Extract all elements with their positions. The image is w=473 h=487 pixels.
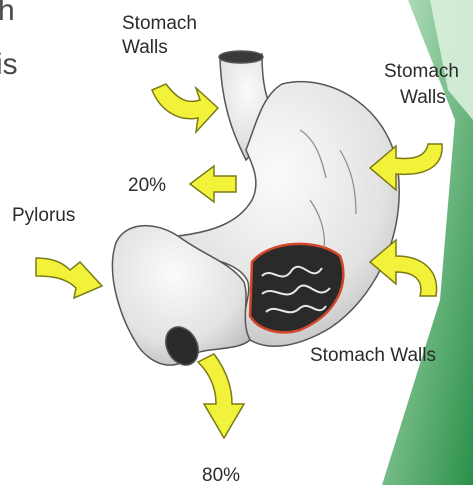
- label-stomach-walls-top-line2: Walls: [122, 36, 168, 59]
- label-pylorus: Pylorus: [12, 204, 75, 227]
- arrow-pylorus: [36, 258, 102, 298]
- label-stomach-walls-right-line2: Walls: [400, 86, 446, 109]
- arrow-20-percent: [190, 166, 236, 202]
- label-stomach-walls-bottom: Stomach Walls: [310, 344, 436, 367]
- edge-text-fragment: is: [0, 48, 18, 82]
- arrow-stomach-walls-top: [152, 84, 218, 132]
- edge-text-fragment: h: [0, 0, 15, 28]
- arrow-80-percent: [198, 354, 244, 438]
- stomach-illustration: [112, 51, 399, 371]
- label-stomach-walls-right-line1: Stomach: [384, 60, 459, 83]
- label-80-percent: 80%: [202, 464, 240, 487]
- label-20-percent: 20%: [128, 174, 166, 197]
- label-stomach-walls-top-line1: Stomach: [122, 12, 197, 35]
